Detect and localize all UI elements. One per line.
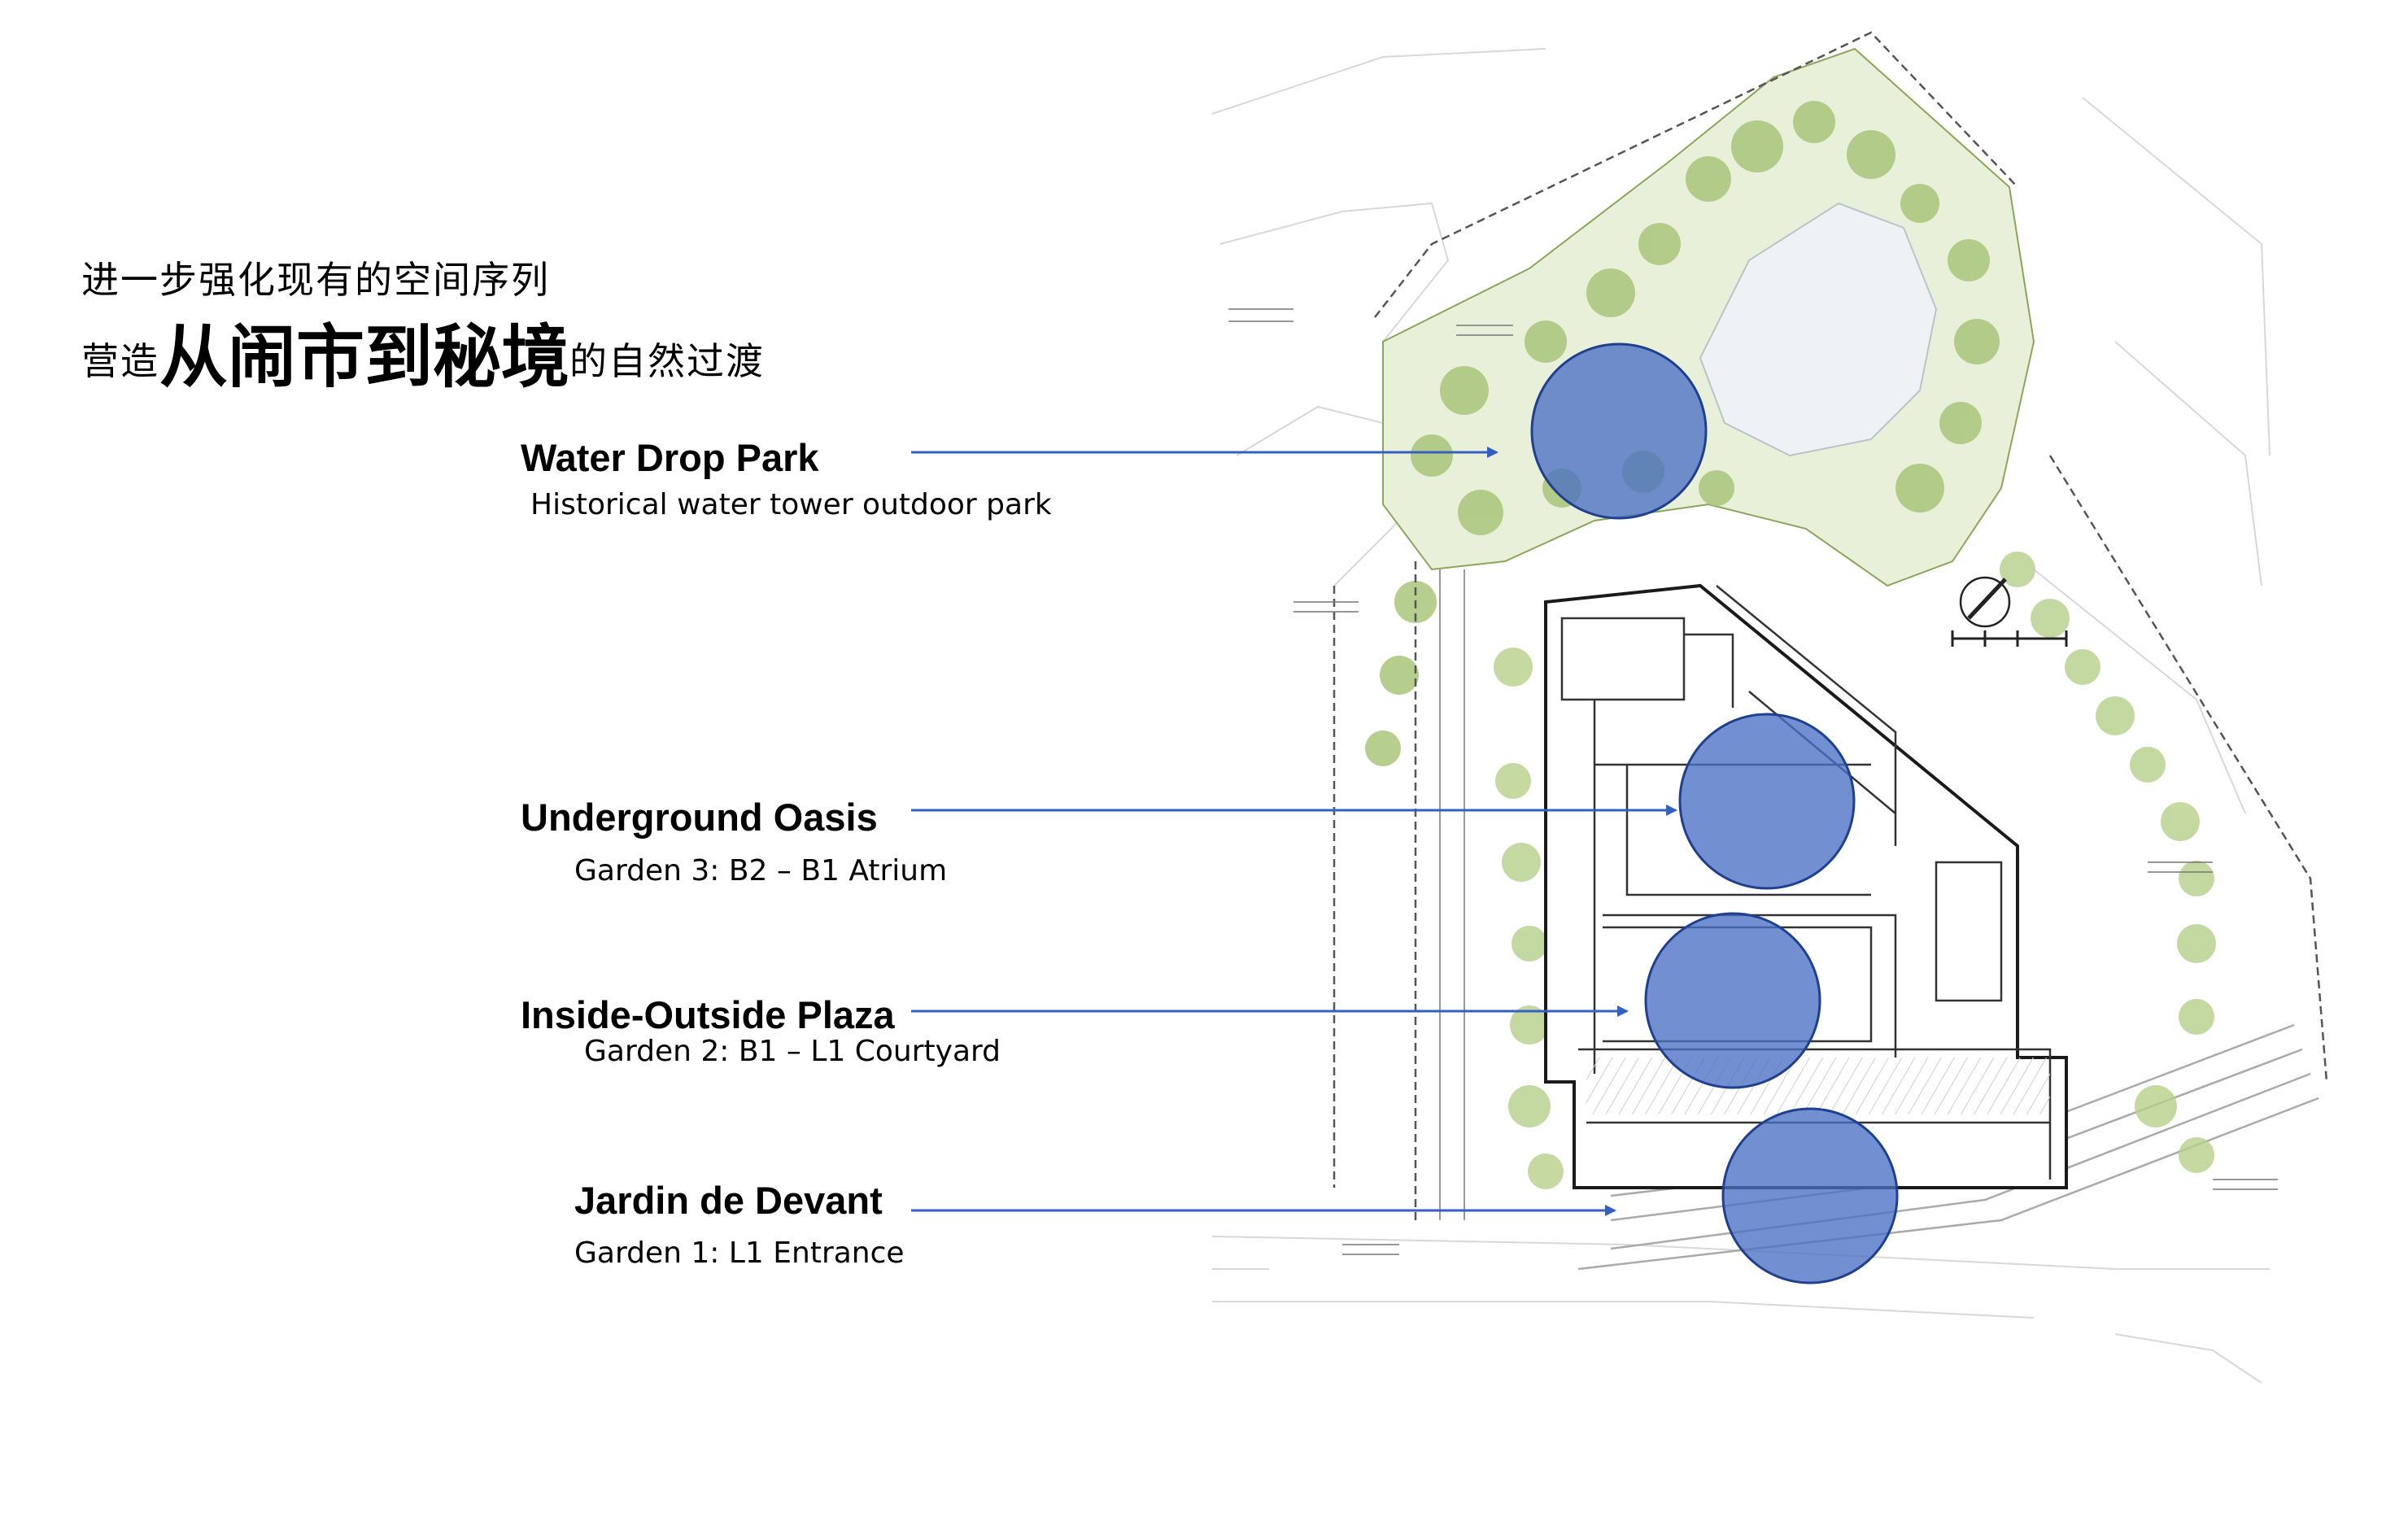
zone-subtitle-inside-outside-plaza: Garden 2: B1 – L1 Courtyard [584, 1035, 1001, 1068]
west-road [1439, 569, 1465, 1220]
zone-subtitle-water-drop-park: Historical water tower outdoor park [530, 488, 1052, 521]
edge-vegetation [1494, 552, 2216, 1189]
zone-subtitle-jardin-de-devant: Garden 1: L1 Entrance [574, 1236, 905, 1270]
leader-lines [911, 447, 1677, 1216]
marker-inside-outside-plaza [1644, 912, 1821, 1089]
heading-line-2-emphasis: 从闹市到秘境 [159, 317, 570, 397]
zone-title-jardin-de-devant: Jardin de Devant [574, 1179, 883, 1222]
site-boundary [1333, 31, 2328, 1220]
marker-underground-oasis [1678, 713, 1856, 890]
context-lines [1211, 48, 2271, 1384]
marker-jardin-de-devant [1721, 1107, 1899, 1284]
heading-line-1: 进一步强化现有的空间序列 [81, 258, 550, 302]
hatched-plaza [1586, 1058, 2050, 1114]
zone-title-water-drop-park: Water Drop Park [521, 436, 819, 479]
zone-title-inside-outside-plaza: Inside-Outside Plaza [521, 993, 895, 1036]
zone-markers [1530, 342, 1899, 1284]
heading-line-2-suffix: 的自然过渡 [569, 339, 766, 383]
scale-bar [1951, 630, 2068, 647]
north-arrow [1959, 576, 2011, 628]
heading-line-2-prefix: 营造 [81, 339, 159, 383]
zone-subtitle-underground-oasis: Garden 3: B2 – B1 Atrium [574, 854, 948, 887]
dimension-marks [1228, 308, 2278, 1255]
marker-water-drop-park [1530, 342, 1708, 520]
zone-title-underground-oasis: Underground Oasis [521, 796, 878, 839]
heading-line-2: 营造从闹市到秘境的自然过渡 [81, 303, 765, 401]
